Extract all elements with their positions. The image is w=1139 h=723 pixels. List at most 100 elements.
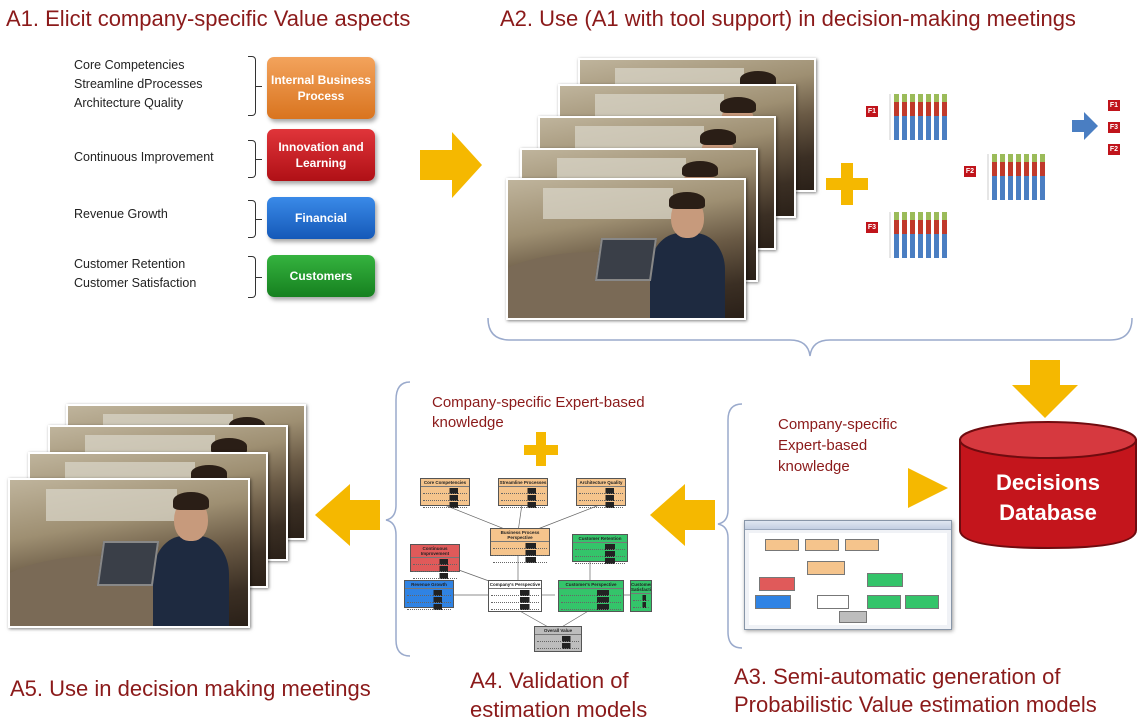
chart-bar-segment <box>902 212 907 220</box>
chart-bar-segment <box>926 116 931 140</box>
bn-node: Customer's Perspective <box>558 580 624 612</box>
chart-bar-segment <box>942 94 947 102</box>
chart-bar-segment <box>1032 176 1037 200</box>
aspect-group-customers: Customer Retention Customer Satisfaction <box>74 255 196 293</box>
bn-node-title: Customer's Perspective <box>559 581 623 589</box>
chart-bar-segment <box>942 116 947 140</box>
chart-bar-segment <box>894 220 899 234</box>
aspect-item: Core Competencies <box>74 58 185 72</box>
chart-bar-segment <box>902 234 907 258</box>
knowledge-label-a3: Company-specific Expert-based knowledge <box>778 414 897 477</box>
chart-bar-segment <box>918 234 923 258</box>
chart-bar-segment <box>1000 162 1005 176</box>
chart-bar-segment <box>934 94 939 102</box>
aspect-item: Revenue Growth <box>74 207 168 221</box>
chart-bar-segment <box>934 212 939 220</box>
knowledge-line: Company-specific <box>778 416 898 433</box>
chart-bar-segment <box>934 220 939 234</box>
bn-node-title: Streamline Processes <box>499 480 547 487</box>
feature-badge: F2 <box>964 166 976 177</box>
aspect-group-internal: Core Competencies Streamline dProcesses … <box>74 56 203 113</box>
step-a4-heading-line2: estimation models <box>470 697 648 722</box>
bn-node-title: Business Process Perspective <box>491 529 549 542</box>
bn-node: Company's Perspective <box>488 580 542 612</box>
brace <box>385 381 411 657</box>
chart-bar-segment <box>902 220 907 234</box>
knowledge-label-a4: Company-specific Expert-based knowledge <box>432 393 645 433</box>
bayesian-network-model: Core Competencies Streamline Processes A… <box>400 470 652 652</box>
chart-bar-segment <box>918 102 923 116</box>
knowledge-line: Company-specific Expert-based <box>432 394 645 411</box>
meeting-photo <box>506 178 746 320</box>
chart-bar-segment <box>926 220 931 234</box>
knowledge-line: knowledge <box>432 414 504 431</box>
category-customers: Customers <box>267 255 375 297</box>
category-innovation-learning: Innovation and Learning <box>267 129 375 181</box>
chart-bar-segment <box>1016 162 1021 176</box>
chart-bar-segment <box>1032 162 1037 176</box>
chart-bar-segment <box>894 234 899 258</box>
chart-bar-segment <box>894 102 899 116</box>
brace <box>248 56 262 116</box>
aspect-item: Architecture Quality <box>74 96 184 110</box>
chart-bar-segment <box>1016 154 1021 162</box>
tool-screenshot <box>744 520 952 630</box>
bn-node: Architecture Quality <box>576 478 626 508</box>
decisions-database: Decisions Database <box>960 468 1136 528</box>
arrow-right-icon <box>420 132 482 198</box>
impact-chart <box>978 150 1058 230</box>
chart-bar-segment <box>918 116 923 140</box>
arrow-down-icon <box>1012 360 1078 418</box>
meeting-photo <box>8 478 250 628</box>
step-a3-heading-line2: Probabilistic Value estimation models <box>734 692 1097 717</box>
arrow-left-icon <box>315 484 380 546</box>
chart-bar-segment <box>918 220 923 234</box>
bn-node-title: Revenue Growth <box>405 581 453 589</box>
bn-node: Business Process Perspective <box>490 528 550 563</box>
chart-bar-segment <box>894 212 899 220</box>
tool-titlebar <box>745 521 951 530</box>
bn-node-title: Architecture Quality <box>577 479 625 487</box>
bn-node: Core Competencies <box>420 478 470 508</box>
bn-node-title: Continuous Improvement <box>411 545 459 558</box>
chart-bar-segment <box>902 94 907 102</box>
chart-bar-segment <box>992 176 997 200</box>
chart-bar-segment <box>926 234 931 258</box>
step-a2-heading: A2. Use (A1 with tool support) in decisi… <box>500 6 1076 31</box>
chart-bar-segment <box>992 162 997 176</box>
chart-bar-segment <box>926 212 931 220</box>
chart-bar-segment <box>926 94 931 102</box>
bn-node-title: Customer Satisfaction <box>631 582 652 594</box>
feature-badge: F2 <box>1108 144 1120 155</box>
brace <box>487 317 1133 357</box>
knowledge-line: Expert-based <box>778 437 868 454</box>
impact-chart <box>880 90 960 170</box>
feature-badge: F1 <box>866 106 878 117</box>
chart-bar-segment <box>1008 176 1013 200</box>
chart-bar-segment <box>1024 154 1029 162</box>
aspect-item: Customer Retention <box>74 257 186 271</box>
chart-bar-segment <box>942 234 947 258</box>
feature-badge: F3 <box>1108 122 1120 133</box>
bn-node: Customer Satisfaction <box>630 580 652 612</box>
chart-bar-segment <box>910 102 915 116</box>
chart-bar-segment <box>1024 176 1029 200</box>
step-a4-heading-line1: A4. Validation of <box>470 668 629 693</box>
chart-bar-segment <box>902 116 907 140</box>
chart-bar-segment <box>918 212 923 220</box>
arrow-right-icon <box>908 468 948 508</box>
aspect-item: Continuous Improvement <box>74 150 214 164</box>
chart-bar-segment <box>942 102 947 116</box>
step-a5-heading: A5. Use in decision making meetings <box>10 676 371 701</box>
database-label-line2: Database <box>999 500 1097 525</box>
bn-node: Continuous Improvement <box>410 544 460 579</box>
brace <box>717 403 743 649</box>
arrow-left-icon <box>650 484 715 546</box>
chart-bar-segment <box>902 102 907 116</box>
bn-node: Customer Retention <box>572 534 628 564</box>
chart-bar-segment <box>894 116 899 140</box>
chart-bars <box>889 94 947 140</box>
chart-bar-segment <box>910 234 915 258</box>
chart-bar-segment <box>1032 154 1037 162</box>
